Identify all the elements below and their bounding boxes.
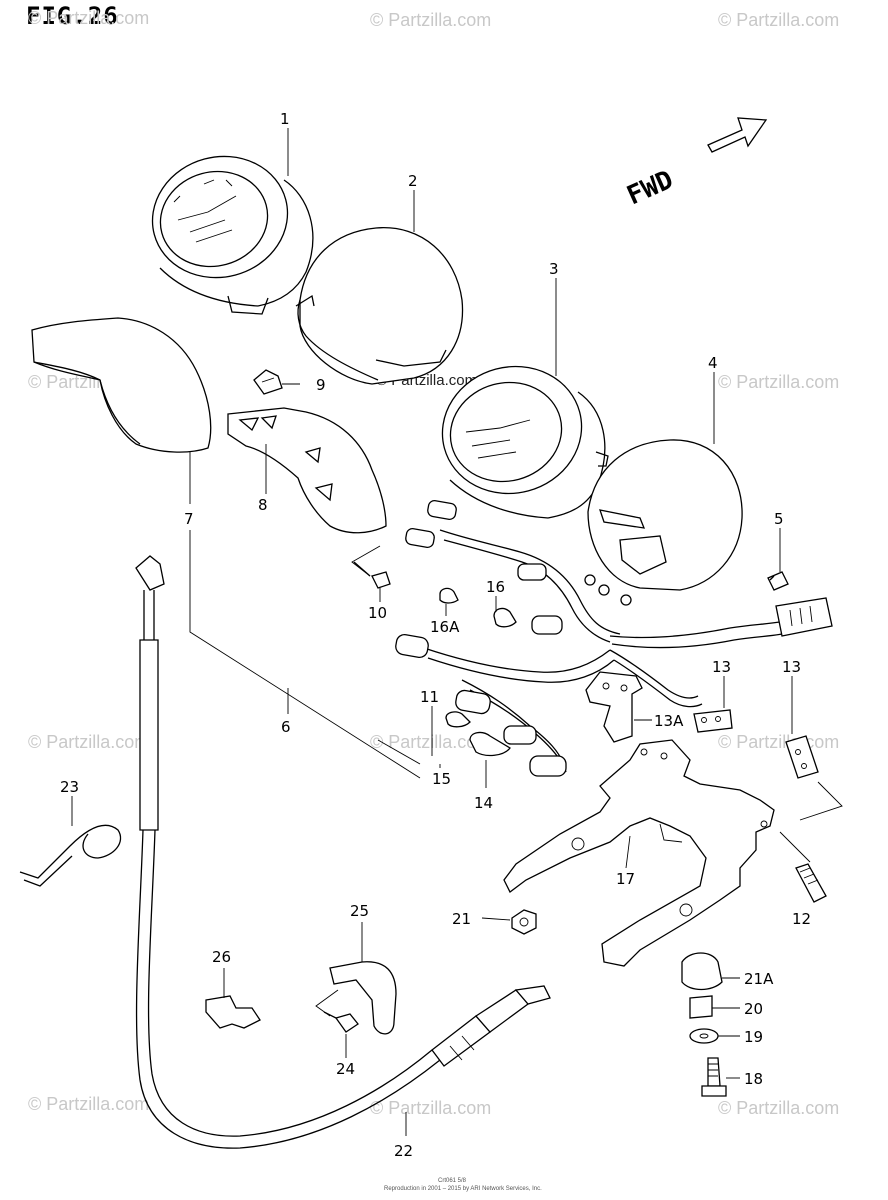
callout-26: 26 [212, 948, 231, 966]
part-5-screw [767, 571, 789, 591]
part-23-clamp [19, 824, 122, 887]
fwd-label: FWD [623, 165, 678, 212]
callout-2: 2 [408, 172, 418, 190]
part-19-washer [689, 1028, 719, 1044]
part-10-screw [353, 561, 391, 589]
callout-10: 10 [368, 604, 387, 622]
callout-16a: 16A [430, 618, 460, 636]
part-14-bulb [469, 731, 511, 757]
callout-22: 22 [394, 1142, 413, 1160]
callout-7: 7 [184, 510, 194, 528]
part-18-bolt [701, 1057, 727, 1097]
part-4-tachometer-cover [587, 439, 743, 591]
callout-14: 14 [474, 794, 493, 812]
part-9-cap [253, 369, 283, 395]
part-12-bolt [795, 863, 827, 903]
forward-direction-indicator: FWD [623, 117, 768, 212]
callout-24: 24 [336, 1060, 355, 1078]
part-15-bulb [445, 711, 471, 728]
part-13a-plate [585, 671, 643, 743]
callout-17: 17 [616, 870, 635, 888]
callout-4: 4 [708, 354, 718, 372]
part-1-speedometer [151, 155, 314, 315]
watermark: © Partzilla.com [28, 732, 150, 752]
watermark: © Partzilla.com [28, 8, 150, 28]
callout-20: 20 [744, 1000, 763, 1018]
part-21a-grommet [681, 952, 723, 991]
callout-21a: 21A [744, 970, 774, 988]
callout-21: 21 [452, 910, 471, 928]
watermark: © Partzilla.com [370, 732, 492, 752]
callout-numbers: 1 2 3 4 5 6 7 8 9 10 11 12 13 13 13A 14 … [60, 110, 811, 1160]
part-16-bulb [493, 607, 517, 628]
callout-8: 8 [258, 496, 268, 514]
part-13-cushion [693, 709, 733, 733]
watermark: © Partzilla.com [370, 1098, 492, 1118]
part-22-speedometer-cable [135, 555, 551, 1149]
callout-11: 11 [420, 688, 439, 706]
part-13-cushion [785, 735, 819, 779]
callout-15: 15 [432, 770, 451, 788]
part-17-meter-bracket [503, 739, 775, 967]
part-21-nut [511, 909, 537, 935]
part-25-clamp [329, 961, 397, 1035]
callout-23: 23 [60, 778, 79, 796]
callout-19: 19 [744, 1028, 763, 1046]
watermark: © Partzilla.com [718, 10, 840, 30]
part-26-clamp [205, 995, 261, 1029]
callout-13-b: 13 [782, 658, 801, 676]
watermark: © Partzilla.com [718, 372, 840, 392]
callout-6: 6 [281, 718, 291, 736]
part-7-meter-cover-left [31, 317, 212, 453]
callout-12: 12 [792, 910, 811, 928]
part-2-speedometer-cover [295, 227, 464, 385]
leader-lines [71, 128, 843, 1136]
footer-copyright: Reproduction in 2001 – 2015 by ARI Netwo… [384, 1186, 542, 1192]
callout-18: 18 [744, 1070, 763, 1088]
watermark: © Partzilla.com [370, 10, 492, 30]
callout-5: 5 [774, 510, 784, 528]
part-8-meter-case [227, 407, 387, 534]
footer-code: Crt061 5/8 [438, 1178, 467, 1184]
callout-13: 13 [712, 658, 731, 676]
callout-9: 9 [316, 376, 326, 394]
watermark: © Partzilla.com [718, 1098, 840, 1118]
part-16a-bulb [439, 587, 459, 604]
callout-1: 1 [280, 110, 290, 128]
part-3-tachometer [441, 365, 609, 519]
callout-16: 16 [486, 578, 505, 596]
watermark: © Partzilla.com [28, 1094, 150, 1114]
callout-13a: 13A [654, 712, 684, 730]
part-20-collar [689, 995, 713, 1019]
part-11-wire-harness [395, 499, 833, 777]
arrow-icon [707, 117, 768, 153]
figure-title: FIG.26 [26, 2, 119, 30]
callout-3: 3 [549, 260, 559, 278]
callout-25: 25 [350, 902, 369, 920]
